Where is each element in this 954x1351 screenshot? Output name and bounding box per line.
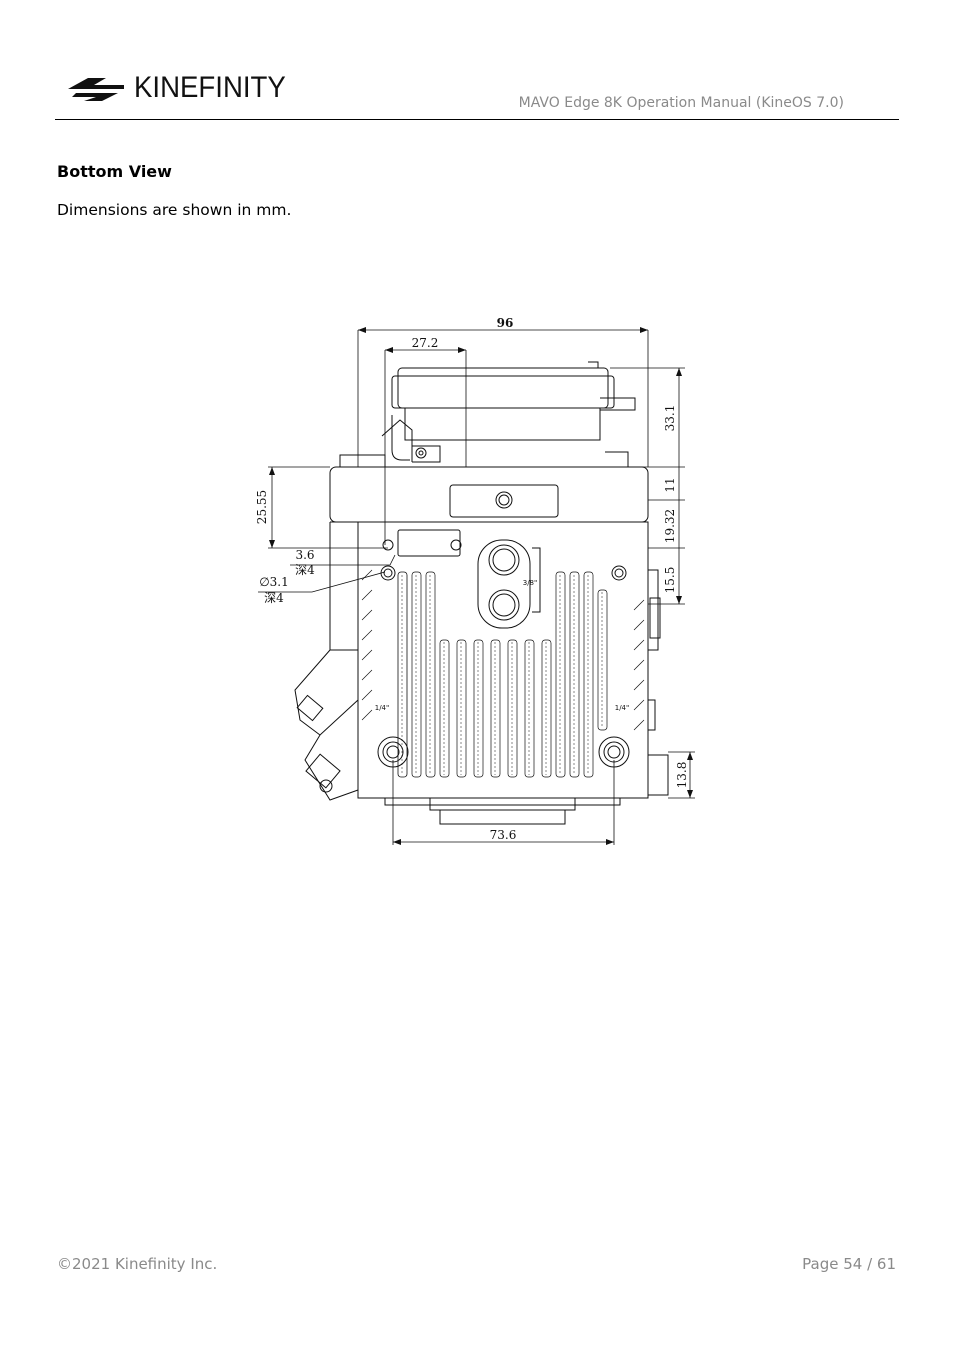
dimension-width-total: 96 <box>497 316 514 330</box>
dimension-hole-small: 3.6 <box>295 548 314 562</box>
footer-page-number: Page 54 / 61 <box>802 1255 896 1273</box>
thread-label-left: 1/4" <box>375 704 390 712</box>
bottom-view-drawing: 96 27.2 33.1 11 19.32 15.5 25.55 3.6 深4 … <box>240 300 700 860</box>
dimension-height-mount: 33.1 <box>663 405 677 432</box>
kinefinity-logo-icon <box>68 78 124 101</box>
dimension-height-b: 19.32 <box>663 509 677 543</box>
brand-logo: KINEFINITY <box>66 70 288 106</box>
dimension-height-bottom: 13.8 <box>675 762 689 789</box>
section-description: Dimensions are shown in mm. <box>57 201 292 219</box>
brand-wordmark: KINEFINITY <box>134 71 286 104</box>
footer-copyright: ©2021 Kinefinity Inc. <box>57 1255 218 1273</box>
camera-bottom-view-diagram: 96 27.2 33.1 11 19.32 15.5 25.55 3.6 深4 … <box>255 316 695 845</box>
dimension-hole-diameter: ∅3.1 <box>259 575 289 589</box>
section-heading: Bottom View <box>57 162 172 181</box>
thread-label-right: 1/4" <box>615 704 630 712</box>
dimension-width-bottom: 73.6 <box>490 828 517 842</box>
dimension-height-c: 15.5 <box>663 567 677 594</box>
dimension-height-a: 11 <box>663 477 677 492</box>
document-title: MAVO Edge 8K Operation Manual (KineOS 7.… <box>518 95 844 111</box>
thread-label-center: 3/8" <box>523 579 538 587</box>
dimension-hole-diameter-depth: 深4 <box>264 591 284 605</box>
dimension-hole-small-depth: 深4 <box>295 563 315 577</box>
header-divider <box>55 119 899 120</box>
dimension-offset-top: 27.2 <box>412 336 439 350</box>
dimension-height-side: 25.55 <box>255 490 269 524</box>
